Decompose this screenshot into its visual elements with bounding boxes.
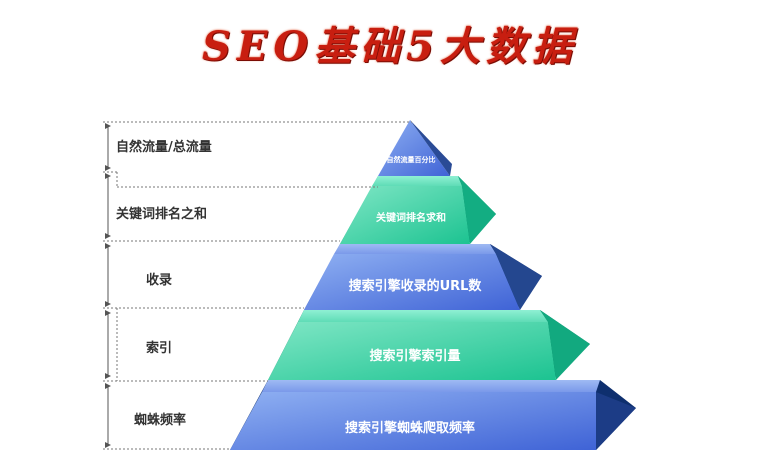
side-label-crawled: 收录 xyxy=(146,273,173,288)
tier-label-crawled: 搜索引擎收录的URL数 xyxy=(348,279,482,294)
tier-label-organic: 自然流量百分比 xyxy=(386,156,436,164)
tier-1-organic xyxy=(378,120,452,176)
tier-3-crawled xyxy=(304,244,542,310)
page-title: SEO基础5大数据 xyxy=(201,23,579,70)
left-bracket-axis xyxy=(103,121,412,450)
tier-label-spider-frequency: 搜索引擎蜘蛛爬取频率 xyxy=(344,421,475,436)
side-label-keyword-sum: 关键词排名之和 xyxy=(116,207,208,222)
side-label-organic-ratio: 自然流量/总流量 xyxy=(116,140,212,155)
tier-2-keywords xyxy=(340,176,496,244)
tier-5-spider-frequency xyxy=(230,380,636,450)
tier-label-keywords: 关键词排名求和 xyxy=(376,213,446,224)
side-label-index: 索引 xyxy=(146,341,173,356)
side-label-spider-frequency: 蜘蛛频率 xyxy=(134,413,187,428)
tier-label-index: 搜索引擎索引量 xyxy=(369,349,461,364)
tier-4-index xyxy=(268,310,590,380)
